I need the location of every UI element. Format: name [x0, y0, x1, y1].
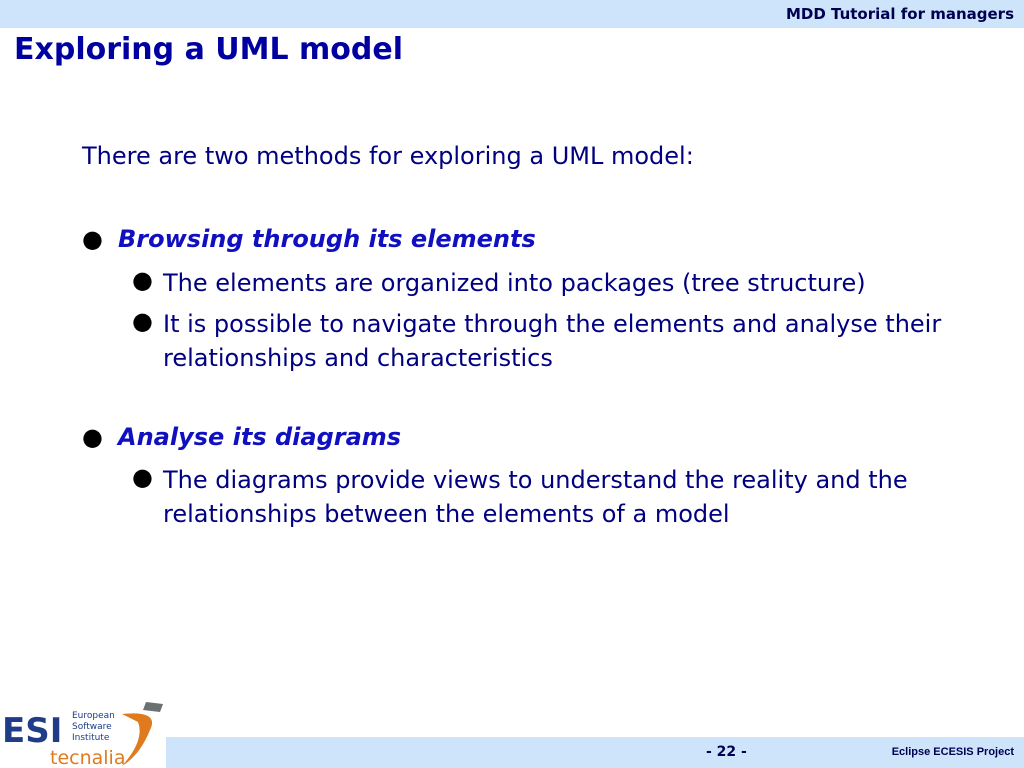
- svg-text:European: European: [72, 711, 115, 721]
- bullet-icon: ●: [82, 225, 103, 253]
- svg-text:tecnalia: tecnalia: [50, 747, 125, 768]
- sub-bullet: ●It is possible to navigate through the …: [132, 307, 942, 372]
- svg-text:Institute: Institute: [72, 733, 110, 743]
- sub-bullet: ●The elements are organized into package…: [132, 266, 866, 297]
- course-title: MDD Tutorial for managers: [785, 5, 1014, 23]
- footer-bar: - 22 - Eclipse ECESIS Project: [166, 737, 1024, 768]
- bullet-icon: ●: [132, 463, 153, 491]
- bullet-2: ●Analyse its diagrams: [82, 423, 402, 451]
- bullet-icon: ●: [132, 266, 153, 294]
- bullet-1: ●Browsing through its elements: [82, 225, 536, 253]
- intro-text: There are two methods for exploring a UM…: [82, 142, 694, 170]
- sub-bullet: ●The diagrams provide views to understan…: [132, 463, 908, 528]
- slide-title: Exploring a UML model: [14, 32, 404, 67]
- header-bar: MDD Tutorial for managers: [0, 0, 1024, 28]
- project-name: Eclipse ECESIS Project: [891, 746, 1014, 758]
- page-number: - 22 -: [706, 744, 747, 760]
- esi-tecnalia-logo: ESI European Software Institute tecnalia: [2, 702, 163, 768]
- bullet-icon: ●: [132, 307, 153, 335]
- svg-text:Software: Software: [72, 722, 112, 732]
- bullet-icon: ●: [82, 423, 103, 451]
- svg-text:ESI: ESI: [2, 711, 62, 751]
